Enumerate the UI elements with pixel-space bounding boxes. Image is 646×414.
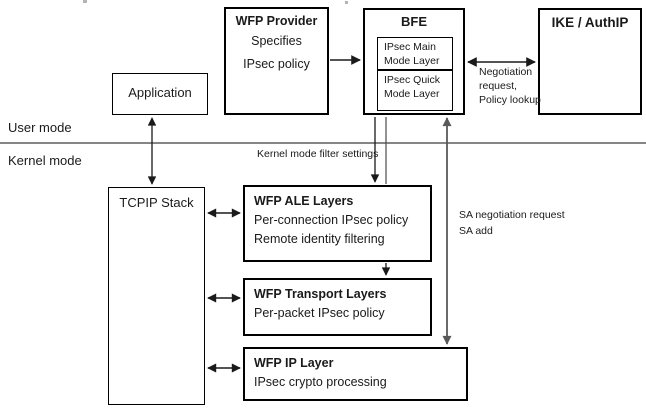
wfp-provider-title: WFP Provider [235,14,318,28]
ipsec-quick-mode-layer-box: IPsec Quick Mode Layer [377,70,453,111]
wfp-ip-layer-box: WFP IP Layer IPsec crypto processing [243,347,468,401]
kernel-mode-label: Kernel mode [8,153,82,168]
negotiation-line: request, [479,80,517,92]
wfp-ale-line: Per-connection IPsec policy [254,213,409,227]
wfp-ip-title: WFP IP Layer [254,356,334,370]
negotiation-request-label: Negotiation request, Policy lookup [479,65,541,107]
negotiation-line: Policy lookup [479,94,541,106]
bfe-title: BFE [401,14,427,29]
ipsec-quick-mode-line: IPsec Quick [384,74,441,86]
sa-line: SA negotiation request [459,209,565,221]
bfe-box: BFE IPsec Main Mode Layer IPsec Quick Mo… [363,8,465,115]
sa-line: SA add [459,225,493,237]
wfp-transport-line: Per-packet IPsec policy [254,306,385,320]
negotiation-line: Negotiation [479,66,533,78]
tcpip-stack-box: TCPIP Stack [108,187,205,405]
application-box: Application [112,73,208,115]
wfp-ip-line: IPsec crypto processing [254,375,387,389]
application-title: Application [128,85,192,100]
wfp-provider-line: IPsec policy [243,57,310,71]
wfp-transport-layers-box: WFP Transport Layers Per-packet IPsec po… [243,278,432,336]
tcpip-stack-title: TCPIP Stack [119,195,194,210]
wfp-transport-title: WFP Transport Layers [254,287,387,301]
sa-negotiation-label: SA negotiation request SA add [459,207,565,239]
ipsec-main-mode-line: IPsec Main [384,41,436,53]
cropped-text-artifact [345,1,348,4]
ike-authip-title: IKE / AuthIP [551,15,629,30]
user-mode-label: User mode [8,120,72,135]
kernel-filter-settings-label: Kernel mode filter settings [257,148,379,160]
ipsec-quick-mode-line: Mode Layer [384,88,440,100]
ipsec-main-mode-layer-box: IPsec Main Mode Layer [377,37,453,70]
wfp-provider-line: Specifies [251,34,302,48]
wfp-ale-layers-box: WFP ALE Layers Per-connection IPsec poli… [243,185,432,262]
wfp-provider-box: WFP Provider Specifies IPsec policy [224,7,329,115]
wfp-ale-title: WFP ALE Layers [254,194,354,208]
ipsec-main-mode-line: Mode Layer [384,55,440,67]
cropped-text-artifact [83,0,87,3]
ike-authip-box: IKE / AuthIP [538,8,642,115]
wfp-ale-line: Remote identity filtering [254,232,385,246]
